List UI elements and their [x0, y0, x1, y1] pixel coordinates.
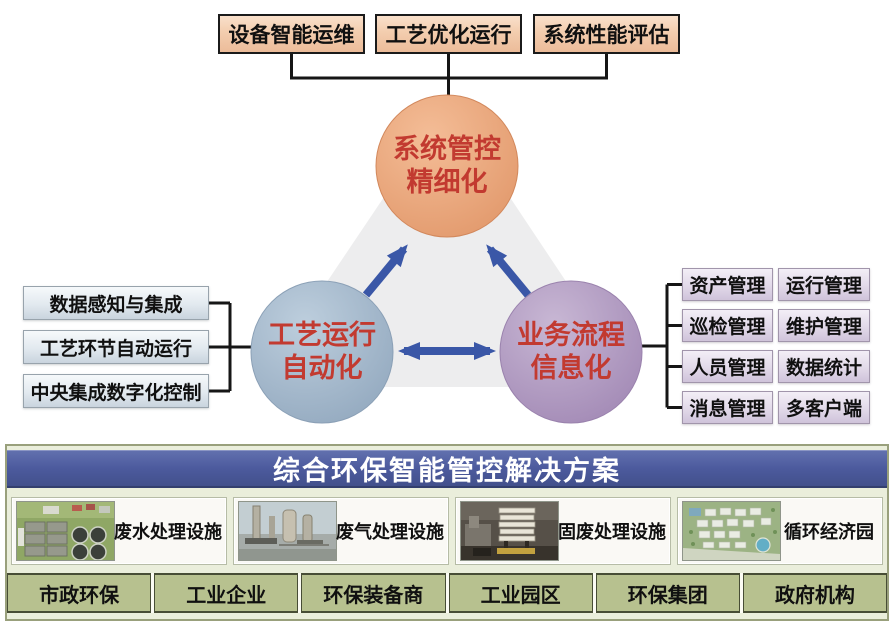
left-box-label: 工艺环节自动运行	[39, 338, 192, 360]
right-box-personnel-mgmt: 人员管理	[682, 350, 773, 383]
circle-label-line: 自动化	[281, 353, 363, 383]
process-automation-circle	[250, 280, 394, 424]
customer-industrial-park: 工业园区	[448, 573, 593, 613]
arrow-left-to-top	[362, 244, 408, 298]
wastewater-plant-aerial-photo	[16, 501, 115, 561]
left-box-label: 中央集成数字化控制	[30, 382, 202, 404]
left-box-central-digital-control: 中央集成数字化控制	[23, 374, 209, 408]
right-box-operation-mgmt: 运行管理	[778, 268, 870, 301]
right-box-maintenance-mgmt: 维护管理	[778, 309, 870, 342]
business-informatization-circle	[499, 280, 643, 424]
eco-industrial-park-aerial-photo	[682, 501, 781, 561]
blue-arrows	[362, 244, 532, 360]
solution-banner-title: 综合环保智能管控解决方案	[273, 456, 621, 486]
top-box-equipment-om: 设备智能运维	[218, 14, 365, 54]
customer-label: 市政环保	[39, 584, 120, 607]
circle-label-line: 系统管控	[393, 134, 501, 164]
circle-label-line: 业务流程	[517, 320, 625, 350]
system-control-circle	[375, 94, 519, 238]
right-box-message-mgmt: 消息管理	[682, 391, 773, 424]
right-box-label: 数据统计	[785, 358, 862, 379]
customer-label: 环保装备商	[323, 584, 424, 607]
right-box-label: 资产管理	[689, 276, 766, 297]
right-box-label: 多客户端	[785, 399, 862, 420]
customer-municipal-env: 市政环保	[7, 573, 152, 613]
customer-row: 市政环保 工业企业 环保装备商 工业园区 环保集团 政府机构	[7, 573, 888, 613]
facility-label: 循环经济园	[784, 522, 874, 542]
right-bracket-lines	[640, 283, 682, 409]
customer-label: 工业企业	[186, 584, 267, 607]
solid-waste-facility-photo	[460, 501, 559, 561]
right-box-inspection-mgmt: 巡检管理	[682, 309, 773, 342]
facility-card-solid-waste: 固废处理设施	[455, 497, 671, 565]
solution-panel: 综合环保智能管控解决方案	[5, 444, 889, 621]
top-box-label: 系统性能评估	[543, 24, 670, 47]
circle-label-line: 精细化	[406, 167, 488, 197]
left-bracket-lines	[209, 301, 258, 393]
process-automation-circle-label: 工艺运行 自动化	[231, 319, 413, 385]
customer-government: 政府机构	[742, 573, 888, 613]
left-box-auto-process-steps: 工艺环节自动运行	[23, 330, 209, 364]
customer-label: 环保集团	[627, 584, 708, 607]
top-box-label: 设备智能运维	[228, 24, 355, 47]
solution-banner: 综合环保智能管控解决方案	[7, 450, 887, 488]
right-box-label: 运行管理	[785, 276, 862, 297]
top-box-process-optimization: 工艺优化运行	[375, 14, 522, 54]
top-box-connector-lines	[290, 54, 608, 100]
right-box-multi-client: 多客户端	[778, 391, 870, 424]
facility-card-waste-gas: 废气处理设施	[233, 497, 449, 565]
business-informatization-circle-label: 业务流程 信息化	[480, 319, 662, 385]
right-management-grid: 资产管理 运行管理 巡检管理 维护管理 人员管理 数据统计 消息管理 多客户端	[682, 268, 870, 424]
system-control-circle-label: 系统管控 精细化	[356, 133, 538, 199]
customer-label: 政府机构	[774, 584, 855, 607]
left-box-data-sensing: 数据感知与集成	[23, 286, 209, 320]
left-box-label: 数据感知与集成	[49, 294, 183, 316]
right-box-label: 消息管理	[689, 399, 766, 420]
facility-label: 废气处理设施	[336, 522, 444, 542]
diagram-graphics-layer	[209, 54, 682, 424]
arrow-right-to-top	[486, 244, 532, 298]
right-box-label: 维护管理	[785, 317, 862, 338]
right-box-asset-mgmt: 资产管理	[682, 268, 773, 301]
facility-card-wastewater: 废水处理设施	[11, 497, 227, 565]
left-capability-list: 数据感知与集成 工艺环节自动运行 中央集成数字化控制	[23, 286, 209, 408]
gas-treatment-towers-photo	[238, 501, 337, 561]
right-box-label: 巡检管理	[689, 317, 766, 338]
circle-label-line: 信息化	[530, 353, 612, 383]
facility-row: 废水处理设施 废气处理设施	[11, 497, 883, 565]
customer-equipment-vendor: 环保装备商	[301, 573, 446, 613]
facility-label: 固废处理设施	[558, 522, 666, 542]
top-box-label: 工艺优化运行	[385, 24, 512, 47]
right-box-data-statistics: 数据统计	[778, 350, 870, 383]
right-box-label: 人员管理	[689, 358, 766, 379]
top-box-performance-evaluation: 系统性能评估	[533, 14, 680, 54]
customer-industrial-enterprise: 工业企业	[154, 573, 299, 613]
customer-label: 工业园区	[480, 584, 561, 607]
facility-card-eco-park: 循环经济园	[677, 497, 883, 565]
circle-label-line: 工艺运行	[268, 320, 376, 350]
facility-label: 废水处理设施	[114, 522, 222, 542]
customer-env-group: 环保集团	[595, 573, 740, 613]
